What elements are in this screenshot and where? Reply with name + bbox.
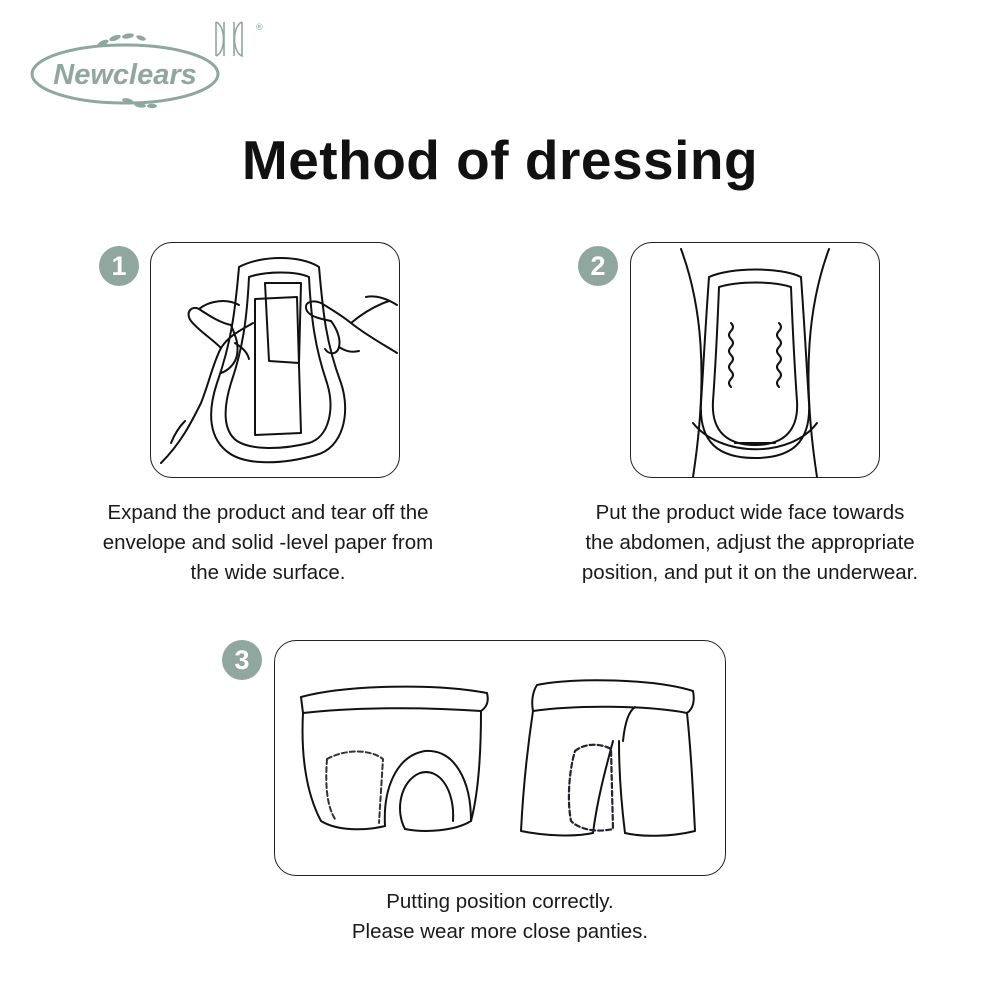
hands-peeling-pad-icon (160, 257, 398, 464)
brand-logo: ® Newclears (28, 14, 278, 114)
brand-name: Newclears (53, 59, 197, 91)
step-2-caption: Put the product wide face towards the ab… (540, 498, 960, 588)
step-3-illustration-panel (274, 640, 726, 876)
caption-line: position, and put it on the underwear. (581, 561, 919, 584)
boxers-icon (520, 679, 696, 837)
step-2-badge: 2 (578, 246, 618, 286)
caption-line: the abdomen, adjust the appropriate (585, 531, 915, 554)
registered-mark: ® (256, 22, 263, 32)
caption-line: Put the product wide face towards (595, 501, 905, 524)
pad-in-underwear-icon (680, 248, 830, 477)
caption-line: envelope and solid -level paper from (102, 531, 434, 554)
step-2-illustration-panel (630, 242, 880, 478)
caption-line: Putting position correctly. (386, 890, 614, 913)
step-3-badge: 3 (222, 640, 262, 680)
caption-line: Please wear more close panties. (351, 920, 649, 943)
step-1-caption: Expand the product and tear off the enve… (58, 498, 478, 588)
caption-line: Expand the product and tear off the (107, 501, 429, 524)
brand-monogram-icon (215, 21, 243, 58)
briefs-icon (300, 685, 489, 832)
logo-ellipse (30, 43, 220, 105)
step-3-caption: Putting position correctly. Please wear … (290, 887, 710, 947)
step-1-illustration-panel (150, 242, 400, 478)
page-title: Method of dressing (241, 129, 759, 191)
step-1-badge: 1 (99, 246, 139, 286)
caption-line: the wide surface. (190, 561, 346, 584)
briefs-and-boxers-icon (300, 679, 696, 837)
